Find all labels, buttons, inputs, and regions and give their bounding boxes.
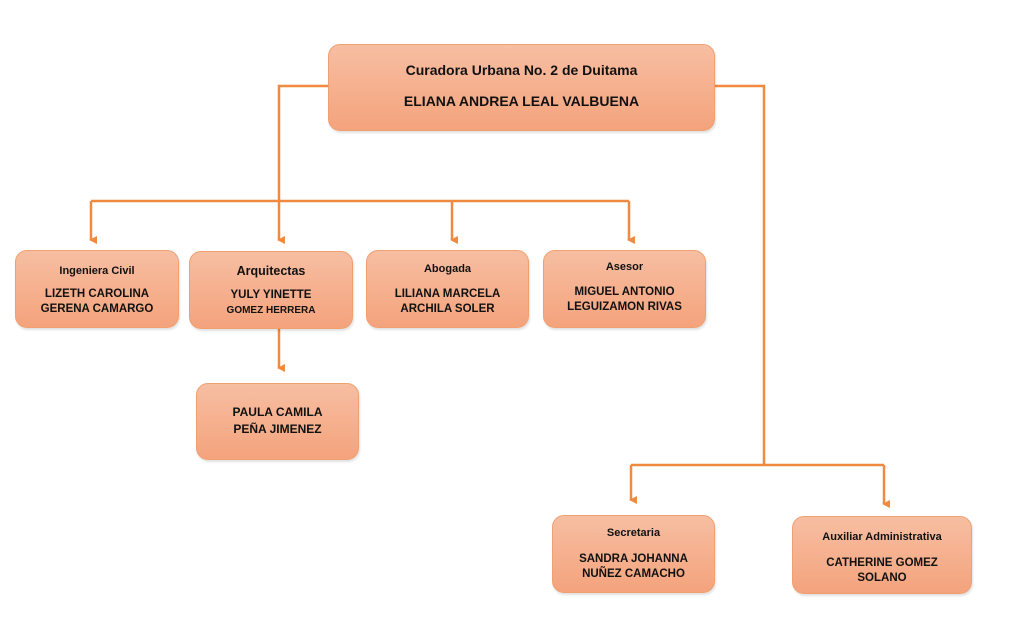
node-role: Arquitectas <box>236 264 306 278</box>
node-ingeniera-civil: Ingeniera Civil LIZETH CAROLINA GERENA C… <box>15 250 179 328</box>
node-curadora: Curadora Urbana No. 2 de Duitama ELIANA … <box>328 44 715 131</box>
node-asesor: Asesor MIGUEL ANTONIO LEGUIZAMON RIVAS <box>543 250 706 328</box>
node-secretaria: Secretaria SANDRA JOHANNA NUÑEZ CAMACHO <box>552 515 715 593</box>
node-name-line2: SOLANO <box>857 572 907 584</box>
node-role: Asesor <box>605 261 644 273</box>
node-name-line2: GERENA CAMARGO <box>40 303 154 315</box>
node-name-line1: MIGUEL ANTONIO <box>574 286 675 298</box>
node-name-line1: LIZETH CAROLINA <box>44 288 150 300</box>
node-role: Auxiliar Administrativa <box>822 531 942 543</box>
node-name-line1: PAULA CAMILA <box>232 405 323 419</box>
node-name-line2: NUÑEZ CAMACHO <box>582 568 685 580</box>
node-name-line2: ARCHILA SOLER <box>400 303 495 315</box>
connector-root-right <box>714 84 766 465</box>
node-name-line1: YULY YINETTE <box>230 289 312 301</box>
node-name: ELIANA ANDREA LEAL VALBUENA <box>403 93 640 109</box>
node-name-line2: GOMEZ HERRERA <box>226 305 316 316</box>
node-role: Ingeniera Civil <box>59 265 135 277</box>
node-role: Secretaria <box>606 527 661 539</box>
node-role: Curadora Urbana No. 2 de Duitama <box>405 62 638 78</box>
node-name-line1: CATHERINE GOMEZ <box>826 557 938 569</box>
node-abogada: Abogada LILIANA MARCELA ARCHILA SOLER <box>366 250 529 328</box>
node-name-line1: SANDRA JOHANNA <box>579 553 688 565</box>
node-name-line2: PEÑA JIMENEZ <box>233 422 322 436</box>
node-role: Abogada <box>423 263 472 275</box>
node-name-line1: LILIANA MARCELA <box>394 288 501 300</box>
node-arquitectas: Arquitectas YULY YINETTE GOMEZ HERRERA <box>189 251 353 329</box>
node-arquitecta-auxiliar: PAULA CAMILA PEÑA JIMENEZ <box>196 383 359 460</box>
node-auxiliar-administrativa: Auxiliar Administrativa CATHERINE GOMEZ … <box>792 516 972 594</box>
node-name-line2: LEGUIZAMON RIVAS <box>567 301 682 313</box>
connector-root-left <box>277 84 329 201</box>
